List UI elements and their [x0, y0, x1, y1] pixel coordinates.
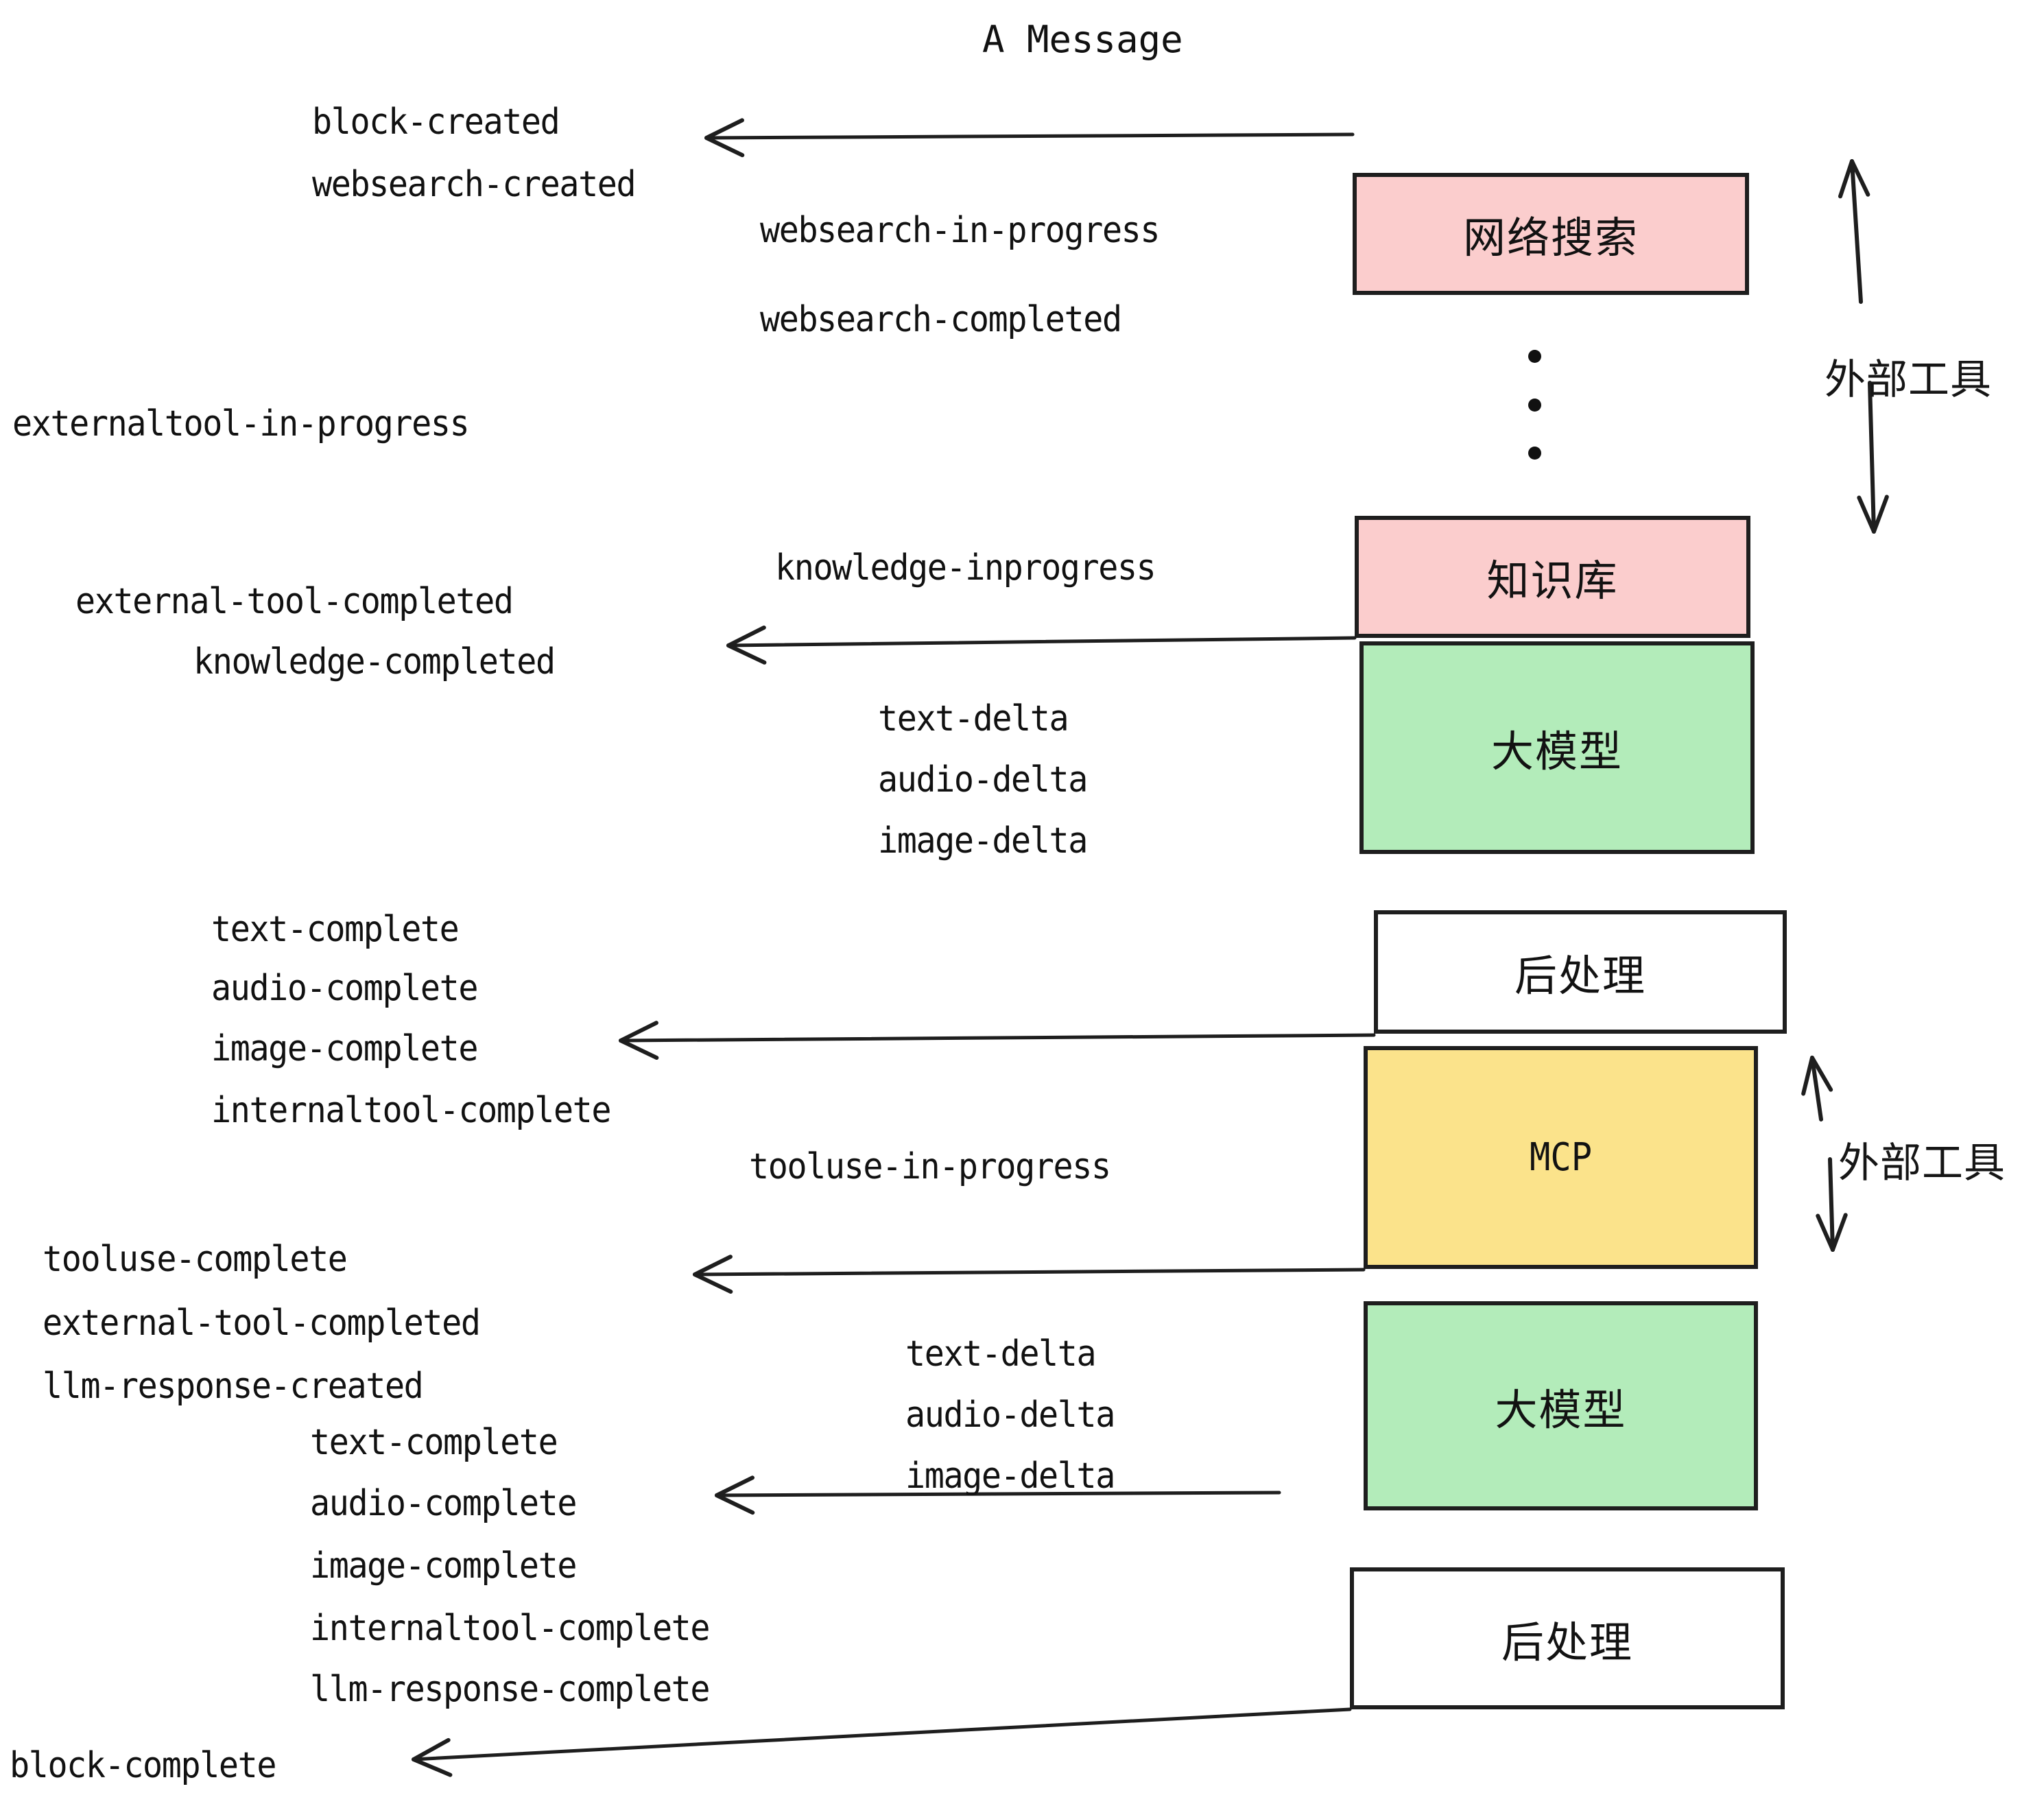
arrow-mcp-to-left: [693, 1255, 1366, 1294]
event-label-external-tool-completed-2: external-tool-completed: [43, 1303, 481, 1344]
box-postprocess-1: 后处理: [1374, 910, 1787, 1034]
arrow-websearch-to-left: [704, 118, 1355, 158]
event-label-internaltool-complete-1: internaltool-complete: [211, 1090, 612, 1131]
event-label-text-complete-1: text-complete: [211, 909, 460, 950]
box-label-websearch: 网络搜索: [1462, 213, 1639, 263]
box-websearch: 网络搜索: [1353, 173, 1749, 295]
event-label-external-tool-completed-1: external-tool-completed: [75, 581, 514, 622]
event-label-websearch-completed: websearch-completed: [760, 299, 1122, 340]
event-label-llm-response-created: llm-response-created: [43, 1366, 424, 1407]
event-label-image-delta-1: image-delta: [878, 820, 1088, 862]
box-llm-2: 大模型: [1364, 1301, 1758, 1510]
event-label-block-created: block-created: [312, 102, 560, 143]
arrow-mcp-tools-up: [1801, 1056, 1833, 1121]
page-title: A Message: [982, 18, 1183, 61]
ellipsis-dot: [1528, 350, 1541, 363]
box-label-llm-1: 大模型: [1490, 726, 1623, 776]
event-label-llm-response-complete: llm-response-complete: [310, 1669, 711, 1710]
box-label-llm-2: 大模型: [1495, 1384, 1627, 1435]
event-label-tooluse-in-progress: tooluse-in-progress: [749, 1146, 1111, 1187]
event-label-websearch-in-progress: websearch-in-progress: [760, 210, 1161, 251]
box-label-postprocess-2: 后处理: [1501, 1617, 1633, 1667]
event-label-websearch-created: websearch-created: [312, 164, 637, 205]
event-label-image-complete-2: image-complete: [310, 1545, 577, 1587]
arrow-knowledge-to-left: [726, 625, 1357, 665]
event-label-text-delta-1: text-delta: [878, 698, 1069, 739]
event-label-audio-delta-1: audio-delta: [878, 759, 1088, 800]
event-label-audio-delta-2: audio-delta: [905, 1394, 1115, 1436]
event-label-block-complete: block-complete: [10, 1745, 276, 1786]
ellipsis-vertical-ellipsis: [1528, 350, 1541, 460]
box-postprocess-2: 后处理: [1350, 1567, 1785, 1709]
box-label-postprocess-1: 后处理: [1514, 951, 1646, 1001]
side-label-external-tools-bottom: 外部工具: [1838, 1139, 2006, 1187]
ellipsis-dot: [1528, 398, 1541, 412]
box-label-mcp: MCP: [1529, 1135, 1593, 1180]
event-label-text-delta-2: text-delta: [905, 1333, 1097, 1375]
event-label-knowledge-inprogress: knowledge-inprogress: [775, 547, 1156, 589]
box-llm-1: 大模型: [1359, 641, 1755, 854]
event-label-image-complete-1: image-complete: [211, 1028, 478, 1069]
arrow-postprocess1-left: [619, 1021, 1376, 1060]
box-knowledge: 知识库: [1355, 516, 1750, 638]
event-label-audio-complete-2: audio-complete: [310, 1483, 577, 1524]
event-label-tooluse-complete: tooluse-complete: [43, 1239, 348, 1280]
box-label-knowledge: 知识库: [1486, 556, 1619, 606]
event-label-externaltool-in-progress: externaltool-in-progress: [12, 403, 470, 444]
event-label-audio-complete-1: audio-complete: [211, 968, 478, 1009]
box-mcp: MCP: [1364, 1046, 1758, 1269]
side-label-external-tools-top: 外部工具: [1825, 356, 1992, 404]
event-label-knowledge-completed: knowledge-completed: [193, 641, 556, 683]
arrow-postprocess2-left: [412, 1707, 1352, 1777]
ellipsis-dot: [1528, 447, 1541, 460]
event-label-text-complete-2: text-complete: [310, 1422, 558, 1463]
event-label-image-delta-2: image-delta: [905, 1456, 1115, 1497]
event-label-internaltool-complete-2: internaltool-complete: [310, 1608, 711, 1649]
arrow-external-tools-up: [1838, 159, 1870, 304]
